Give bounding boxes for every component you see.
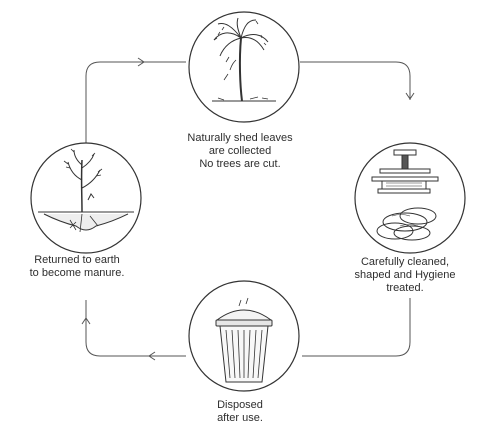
stage-left-label: Returned to earth to become manure. <box>2 254 152 280</box>
cycle-connectors <box>85 61 411 357</box>
stage-top <box>188 11 300 123</box>
stage-right-circle <box>354 142 466 254</box>
stage-right-label: Carefully cleaned, shaped and Hygiene tr… <box>330 256 480 295</box>
leaf-press-plates-icon <box>371 149 439 241</box>
stage-top-label: Naturally shed leaves are collected No t… <box>160 132 320 171</box>
stage-bottom <box>188 280 300 392</box>
arrowhead-top <box>137 57 145 67</box>
arrowhead-bottom <box>148 351 156 361</box>
stage-left-line-1: Returned to earth <box>34 254 120 266</box>
stage-right-line-1: Carefully cleaned, <box>360 256 450 268</box>
stage-left <box>30 142 142 254</box>
stage-top-line-3: No trees are cut. <box>199 158 281 170</box>
stage-bottom-line-1: Disposed <box>217 399 263 411</box>
stage-right-line-2: shaped and Hygiene <box>354 269 456 281</box>
trash-bin-icon <box>215 297 273 383</box>
stage-top-line-2: are collected <box>208 145 272 157</box>
stage-left-line-2: to become manure. <box>29 267 125 279</box>
connector-right-bottom <box>302 298 411 357</box>
stage-top-circle <box>188 11 300 123</box>
stage-right-line-3: treated. <box>386 282 424 294</box>
connector-bottom-left <box>85 300 186 357</box>
stage-top-line-1: Naturally shed leaves <box>187 132 293 144</box>
arrowhead-left <box>81 317 91 325</box>
connector-left-top <box>85 61 186 160</box>
stage-bottom-label: Disposed after use. <box>190 399 290 425</box>
sapling-in-soil-icon <box>38 148 134 233</box>
stage-right <box>354 142 466 254</box>
arrowhead-right <box>405 92 415 100</box>
connector-top-right <box>300 61 411 100</box>
palm-tree-icon <box>212 17 276 102</box>
stage-bottom-line-2: after use. <box>217 412 263 424</box>
cycle-arrowheads <box>81 57 415 361</box>
stage-left-circle <box>30 142 142 254</box>
